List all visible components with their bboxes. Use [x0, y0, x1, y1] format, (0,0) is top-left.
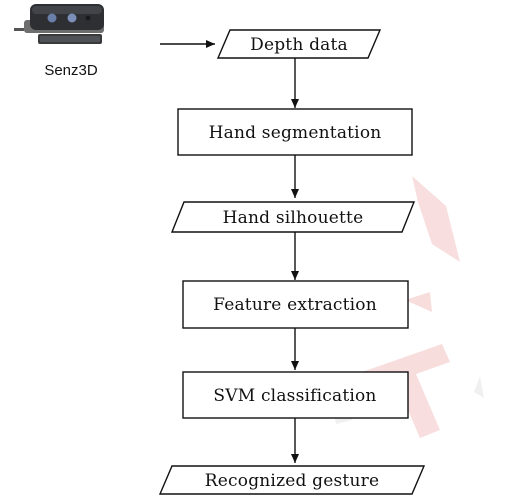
node-svm-classification: SVM classification [182, 371, 409, 419]
camera-lens-right [67, 13, 77, 23]
device-label: Senz3D [44, 62, 98, 79]
camera-sensor [85, 15, 91, 21]
node-recognized-gesture-label: Recognized gesture [205, 471, 379, 491]
depth-camera-icon [14, 4, 104, 44]
node-feature-extraction: Feature extraction [182, 280, 409, 329]
watermark-shape-a [412, 176, 460, 262]
node-depth-data-label: Depth data [250, 35, 348, 55]
camera-highlight [32, 6, 102, 14]
node-svm-classification-label: SVM classification [213, 386, 376, 406]
node-hand-segmentation: Hand segmentation [177, 108, 413, 156]
node-recognized-gesture: Recognized gesture [158, 465, 426, 495]
node-hand-segmentation-label: Hand segmentation [209, 123, 382, 143]
node-feature-extraction-label: Feature extraction [213, 295, 377, 315]
node-hand-silhouette-label: Hand silhouette [223, 208, 364, 228]
watermark-shape-b [405, 292, 432, 312]
camera-lens-left [47, 13, 57, 23]
node-depth-data: Depth data [216, 29, 382, 59]
node-hand-silhouette: Hand silhouette [170, 201, 416, 233]
watermark-shape-e [474, 376, 484, 398]
camera-cable [14, 28, 24, 31]
camera-clip-face [40, 36, 100, 42]
